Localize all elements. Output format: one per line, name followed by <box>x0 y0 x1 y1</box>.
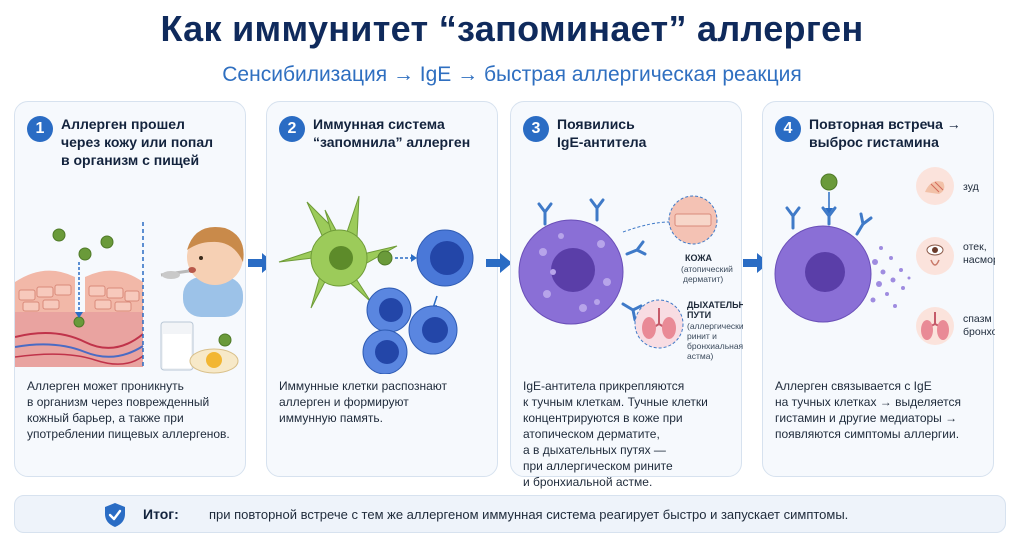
step-card-1: 1 Аллерген прошел через кожу или попал в… <box>14 101 246 477</box>
symptom-itch-label: зуд <box>963 181 979 193</box>
page-subtitle: Сенсибилизация → IgE → быстрая аллергиче… <box>222 63 802 86</box>
airways-note: ринит и <box>687 331 717 341</box>
skin-label: КОЖА <box>685 253 713 263</box>
airways-note: астма) <box>687 351 713 361</box>
symptom-swelling-label: отек, <box>963 241 987 253</box>
step-heading: Иммунная система “запомнила” аллерген <box>313 116 471 150</box>
step-heading: Появились IgE-антитела <box>557 116 647 150</box>
symptom-bronchospasm-label: бронхов <box>963 326 995 338</box>
step-description: Аллерген связывается с IgE на тучных кле… <box>775 379 962 441</box>
step-number-badge: 1 <box>27 116 53 142</box>
step-number-badge: 3 <box>523 116 549 142</box>
immune-cells-illustration <box>278 195 474 374</box>
shield-check-icon <box>105 503 125 527</box>
page-title: Как иммунитет “запоминает” аллерген <box>160 8 864 49</box>
histamine-release-illustration: зуд отек, насморк спазм бронхов <box>774 167 995 345</box>
step-card-3: 3 Появились IgE-антитела КОЖА (атопическ… <box>510 101 743 489</box>
skin-and-food-illustration <box>15 222 244 374</box>
arrow-right-icon <box>486 253 512 273</box>
step-card-4: 4 Повторная встреча → выброс гистамина з… <box>762 101 995 477</box>
skin-note: (атопический <box>681 264 733 274</box>
symptom-swelling-label: насморк <box>963 254 995 266</box>
mast-cell-ige-illustration: КОЖА (атопический дерматит) ДЫХАТЕЛЬНЫЕ … <box>518 195 743 361</box>
airways-label: ДЫХАТЕЛЬНЫЕ <box>687 300 743 310</box>
step-number-badge: 4 <box>775 116 801 142</box>
skin-note: дерматит) <box>683 274 723 284</box>
step-heading: Повторная встреча → выброс гистамина <box>809 116 961 150</box>
airways-note: (аллергический <box>687 321 743 331</box>
summary-text: при повторной встрече с тем же аллергено… <box>209 507 849 522</box>
airways-note: бронхиальная <box>687 341 743 351</box>
step-card-2: 2 Иммунная система “запомнила” аллерген … <box>266 101 498 477</box>
symptom-bronchospasm-label: спазм <box>963 313 992 325</box>
step-description: IgE-антитела прикрепляются к тучным клет… <box>523 379 708 489</box>
step-number-badge: 2 <box>279 116 305 142</box>
airways-label: ПУТИ <box>687 310 711 320</box>
summary-bar: Итог: при повторной встрече с тем же алл… <box>14 495 1006 533</box>
step-description: Аллерген может проникнуть в организм чер… <box>27 379 230 441</box>
step-description: Иммунные клетки распознают аллерген и фо… <box>279 379 448 425</box>
step-heading: Аллерген прошел через кожу или попал в о… <box>61 116 214 168</box>
summary-label: Итог: <box>143 506 179 522</box>
